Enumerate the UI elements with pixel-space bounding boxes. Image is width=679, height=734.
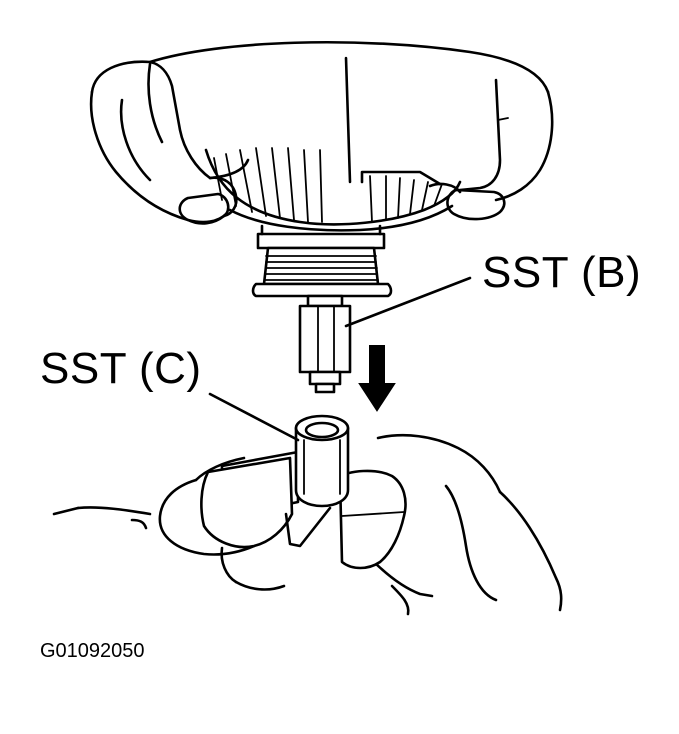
sst-b-label: SST (B) [482, 248, 642, 297]
upper-hands [89, 40, 554, 225]
sst-b-tool [298, 276, 472, 394]
arrow-down-icon [358, 345, 396, 412]
sst-c-tool [208, 392, 350, 508]
alternator-housing [204, 147, 462, 232]
pulley [251, 224, 393, 298]
figure-code: G01092050 [40, 640, 145, 662]
lower-hands [52, 433, 563, 616]
sst-c-label: SST (C) [40, 344, 202, 393]
